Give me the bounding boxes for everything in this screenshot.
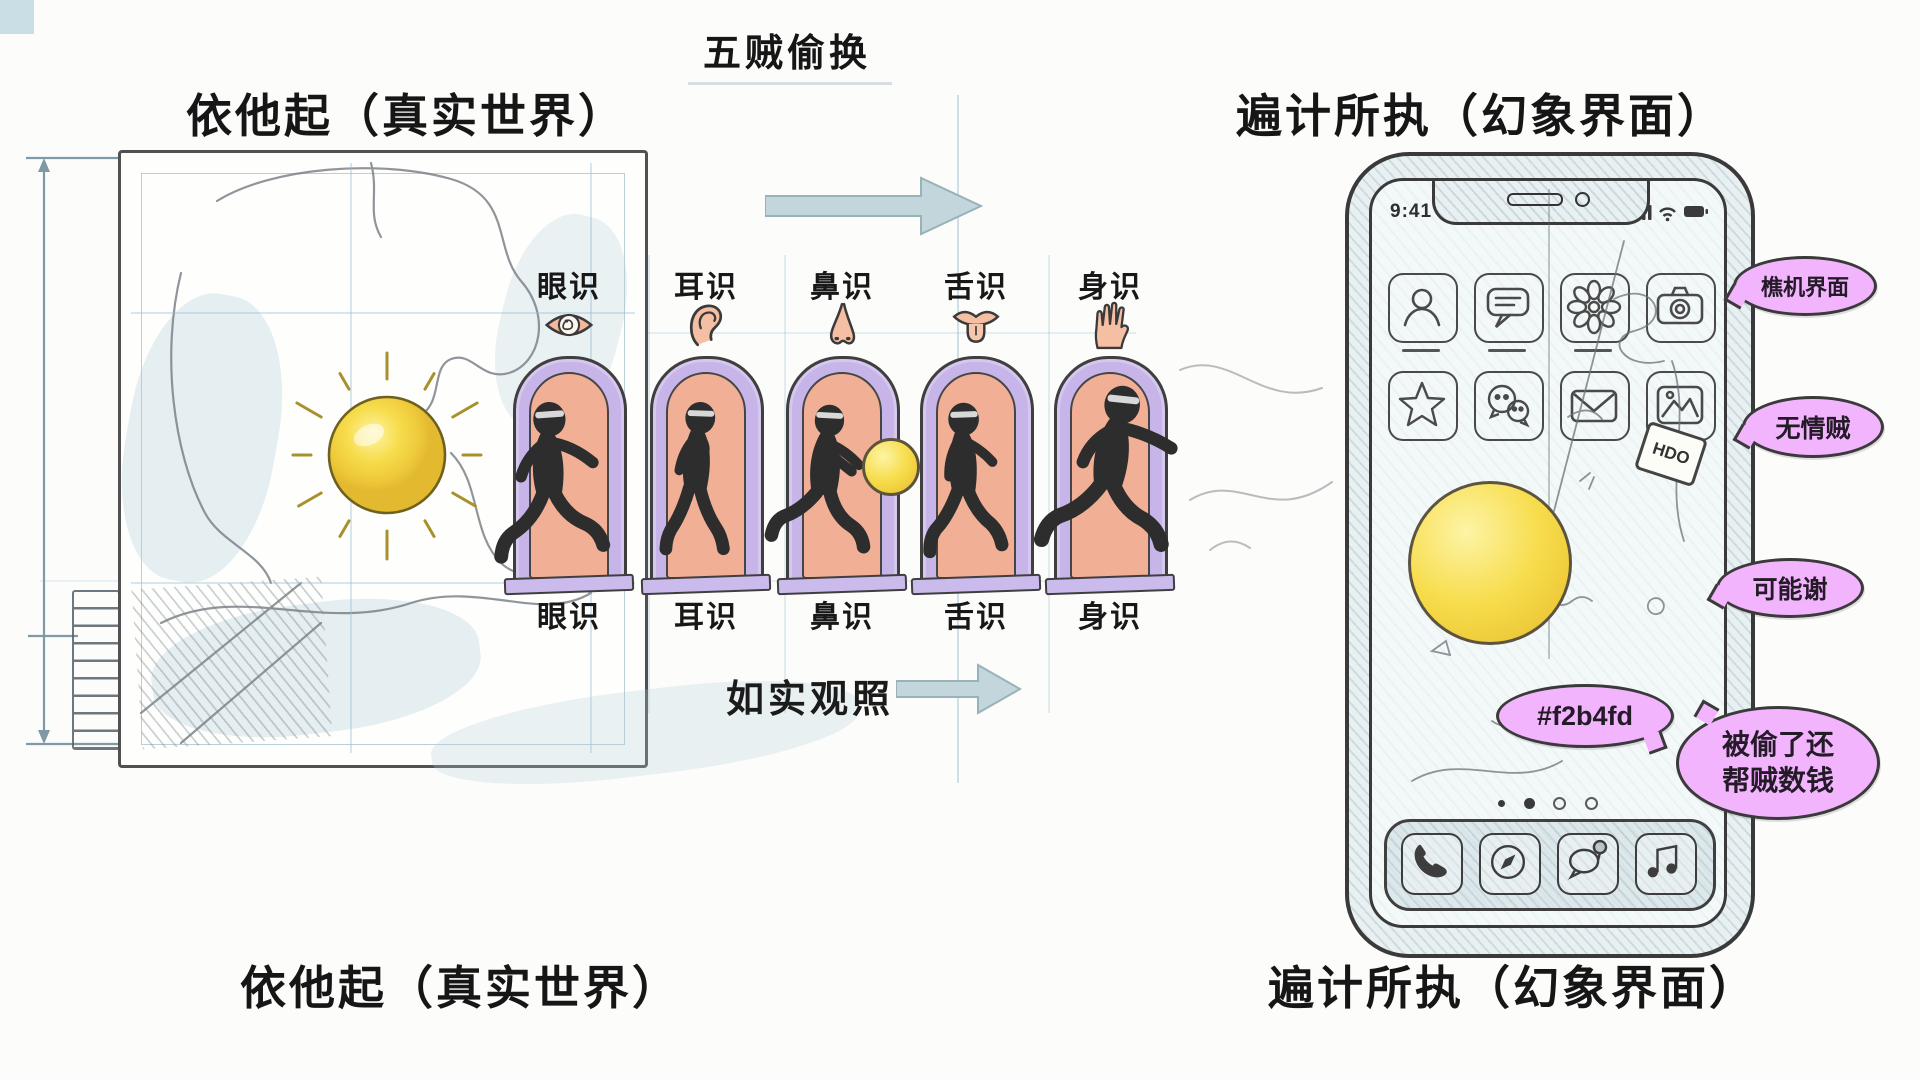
bottom-process-label: 如实观照 <box>726 679 895 721</box>
status-icons <box>1630 205 1708 222</box>
eye-icon <box>513 298 625 352</box>
thief-figure <box>923 402 1009 559</box>
app-icon-star <box>1388 371 1458 441</box>
guide-line <box>1048 255 1050 713</box>
sense-bottom-label: 眼识 <box>537 601 601 634</box>
app-icon-camera <box>1646 273 1716 343</box>
sun-drawing <box>291 351 483 561</box>
tongue-icon <box>920 298 1032 352</box>
stolen-sun-small-ball <box>862 438 920 496</box>
thief-figure <box>494 402 611 564</box>
speech-bubble-heartless-thief: 无情贼 <box>1732 396 1884 458</box>
sketch-canvas <box>102 150 648 768</box>
sense-top-label: 鼻识 <box>810 271 874 304</box>
transform-arrow-top <box>765 176 984 236</box>
icon-underline <box>1488 349 1526 352</box>
ear-icon <box>650 298 762 352</box>
ladder-sketch <box>72 590 120 750</box>
app-icon-wechat <box>1474 371 1544 441</box>
sense-top-label: 眼识 <box>537 271 601 304</box>
sense-column-ear: 耳识 <box>640 262 772 634</box>
pencil-scribbles <box>1179 364 1333 551</box>
fold-line <box>1548 189 1550 659</box>
thief-figure-reaching <box>1033 385 1178 552</box>
sense-bottom-label: 耳识 <box>674 601 738 634</box>
dock-icon-music <box>1635 833 1697 895</box>
thief-figure <box>659 401 730 556</box>
dock-icon-phone <box>1401 833 1463 895</box>
bubble-text-line2: 帮贼数钱 <box>1721 765 1834 796</box>
icon-underline <box>1574 349 1612 352</box>
sense-column-tongue: 舌识 <box>910 262 1042 634</box>
app-icon-flower-photos <box>1560 273 1630 343</box>
hand-icon <box>1054 298 1166 352</box>
bubble-text: 可能谢 <box>1752 576 1828 604</box>
sense-top-label: 身识 <box>1078 271 1142 304</box>
app-icon-messages <box>1474 273 1544 343</box>
sense-column-eye: 眼识 <box>494 262 635 634</box>
right-scene-bottom-title: 遍计所执（幻象界面） <box>1268 962 1758 1014</box>
door <box>920 356 1034 588</box>
app-icon-contacts <box>1388 273 1458 343</box>
camera-dot <box>1575 192 1590 207</box>
app-icon-mail <box>1560 371 1630 441</box>
speech-bubble-hex-color: #f2b4fd <box>1496 684 1674 755</box>
transform-arrow-bottom <box>896 663 1023 715</box>
left-scene-top-title: 依他起（真实世界） <box>186 90 627 142</box>
dock-icon-safari <box>1479 833 1541 895</box>
page-title: 五贼偷换 <box>703 33 872 75</box>
sense-top-label: 舌识 <box>944 271 1008 304</box>
sense-top-label: 耳识 <box>674 271 738 304</box>
phone-screen: 9:41 <box>1369 178 1727 928</box>
icon-underline <box>1402 349 1440 352</box>
bubble-text-line1: 被偷了还 <box>1721 728 1834 760</box>
page-dots <box>1372 795 1724 813</box>
guide-line <box>648 255 650 713</box>
corner-swatch <box>0 0 34 34</box>
title-underline <box>688 82 892 85</box>
notch <box>1432 181 1650 225</box>
status-time: 9:41 <box>1390 201 1433 222</box>
dock-icon-chat <box>1557 833 1619 895</box>
sense-column-nose: 鼻识 <box>764 262 920 634</box>
right-scene-top-title: 遍计所执（幻象界面） <box>1236 90 1726 142</box>
bubble-text: 无情贼 <box>1775 415 1851 443</box>
sense-bottom-label: 鼻识 <box>810 601 874 634</box>
phone-sketch: 9:41 <box>1345 152 1755 958</box>
speech-bubble-maybe: 可能谢 <box>1706 558 1864 618</box>
guide-line <box>784 255 786 713</box>
nose-icon <box>786 298 898 352</box>
bubble-text: #f2b4fd <box>1536 700 1634 731</box>
stolen-sun-big-ball <box>1408 481 1572 645</box>
dock <box>1384 819 1716 911</box>
sense-bottom-label: 舌识 <box>944 601 1008 634</box>
sense-column-body: 身识 <box>1033 262 1178 634</box>
speaker-slot <box>1507 193 1563 206</box>
speech-bubble-stolen: 被偷了还 帮贼数钱 <box>1676 699 1880 820</box>
thief-figure-holding-ball <box>764 404 871 554</box>
guide-line <box>640 332 1136 334</box>
bubble-text: 樵机界面 <box>1760 275 1849 300</box>
door <box>513 356 627 588</box>
speech-bubble-ui-label: 樵机界面 <box>1723 256 1877 316</box>
left-scene-bottom-title: 依他起（真实世界） <box>240 962 681 1014</box>
sense-bottom-label: 身识 <box>1078 601 1142 634</box>
